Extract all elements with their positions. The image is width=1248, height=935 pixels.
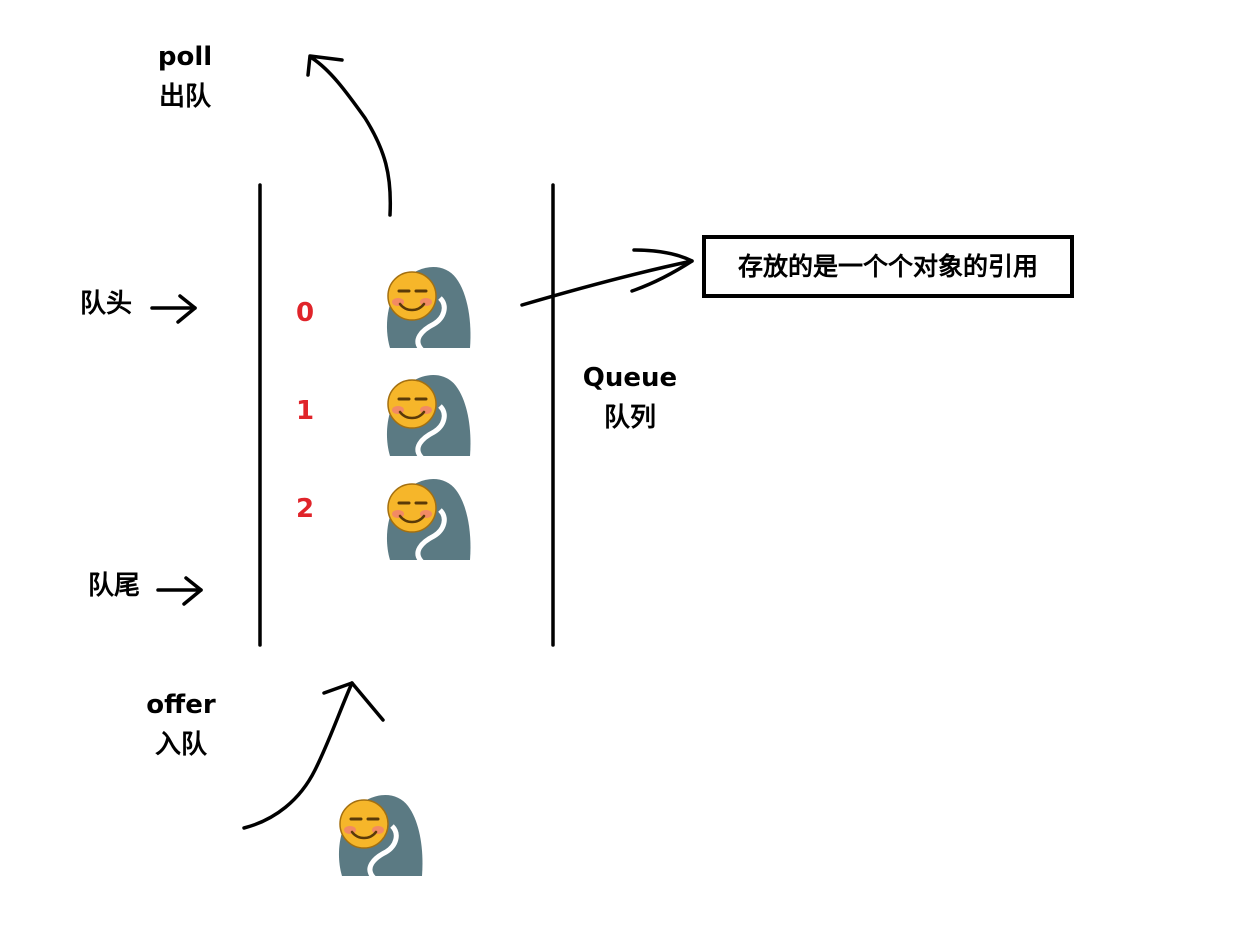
head-pointer-label: 队头 bbox=[80, 289, 133, 319]
callout-arrow-head bbox=[630, 248, 694, 293]
hooded-smiley-icon bbox=[386, 374, 471, 460]
offer-op-desc: 入队 bbox=[154, 730, 207, 760]
queue-index: 0 bbox=[296, 298, 315, 328]
reference-callout: 存放的是一个个对象的引用 bbox=[702, 235, 1074, 298]
poll-op-name: poll bbox=[157, 42, 213, 72]
queue-desc: 队列 bbox=[603, 403, 656, 433]
poll-arrow-head bbox=[306, 54, 344, 77]
tail-pointer-arrow-head bbox=[182, 576, 203, 606]
offer-arrow-head bbox=[322, 681, 385, 722]
offer-label: offer 入队 bbox=[140, 685, 222, 765]
tail-pointer-label: 队尾 bbox=[88, 571, 141, 601]
queue-label: Queue 队列 bbox=[578, 358, 682, 438]
queue-index: 2 bbox=[296, 494, 315, 524]
hooded-smiley-icon bbox=[386, 478, 471, 564]
poll-label: poll 出队 bbox=[148, 37, 222, 117]
offer-arrow bbox=[242, 681, 354, 830]
queue-name: Queue bbox=[582, 363, 678, 393]
callout-arrow bbox=[520, 259, 694, 307]
hooded-smiley-icon bbox=[338, 794, 423, 880]
poll-arrow bbox=[310, 56, 393, 217]
poll-op-desc: 出队 bbox=[158, 82, 211, 112]
queue-index: 1 bbox=[296, 396, 315, 426]
head-pointer-arrow-head bbox=[176, 294, 197, 324]
offer-op-name: offer bbox=[146, 690, 216, 720]
hooded-smiley-icon bbox=[386, 266, 471, 352]
